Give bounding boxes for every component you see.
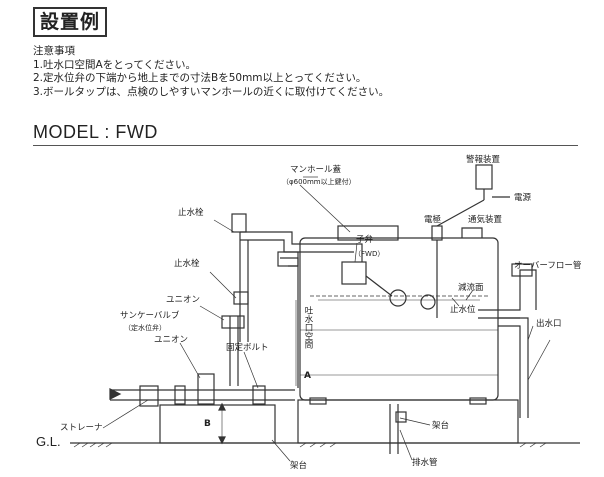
strainer <box>139 385 159 407</box>
label-stand-1: 架台 <box>290 460 307 471</box>
alarm-box <box>475 164 493 190</box>
tank-stand <box>297 399 519 444</box>
label-sub-valve-note: （FWD） <box>354 250 384 258</box>
sunke-valve <box>197 373 215 405</box>
label-strainer: ストレーナ <box>60 423 103 433</box>
label-union-2: ユニオン <box>154 335 188 345</box>
notes-title: 注意事項 <box>33 45 75 57</box>
label-reduced-level: 減流面 <box>458 282 484 293</box>
label-stop-valve-2: 止水栓 <box>174 258 200 269</box>
sub-valve <box>341 261 367 285</box>
label-fixing-bolt: 固定ボルト <box>226 342 269 353</box>
label-electrode: 電極 <box>424 214 442 225</box>
overflow-pipe <box>478 269 537 319</box>
label-union-1: ユニオン <box>166 295 200 305</box>
label-manhole-lid: マンホール蓋 <box>290 164 342 175</box>
label-overflow: オーバーフロー管 <box>514 260 581 271</box>
page-heading: 設置例 <box>33 7 108 37</box>
manhole <box>337 225 399 241</box>
note-item-2: 2.定水位弁の下端から地上までの寸法Bを50mm以上とってください。 <box>33 72 367 84</box>
label-sunke-valve: サンケーバルブ <box>120 310 180 321</box>
note-item-3: 3.ボールタップは、点検のしやすいマンホールの近くに取付けてください。 <box>33 85 390 98</box>
vent-device <box>461 227 483 238</box>
notes-block: 注意事項 1.吐水口空間Aをとってください。 2.定水位弁の下端から地上までの寸… <box>33 45 389 99</box>
inlet-pipe <box>110 389 295 401</box>
label-dim-b: B <box>204 419 211 429</box>
left-stand <box>159 404 276 444</box>
label-alarm: 警報装置 <box>466 154 501 165</box>
label-air-gap: 吐水口空間 <box>303 306 313 349</box>
model-divider <box>33 145 578 146</box>
label-manhole-note: （φ600mm以上鍵付） <box>282 177 356 186</box>
label-gl: G.L. <box>36 434 61 449</box>
label-stop-valve-1: 止水栓 <box>178 207 204 218</box>
model-title: MODEL : FWD <box>33 122 158 142</box>
label-outlet: 出水口 <box>536 318 562 329</box>
float-ball <box>389 289 407 307</box>
label-stop-level: 止水位 <box>450 304 476 315</box>
tank-body <box>299 237 499 401</box>
label-sunke-note: （定水位弁） <box>124 323 166 332</box>
svg-text:吐水口空間: 吐水口空間 <box>303 306 313 349</box>
note-item-1: 1.吐水口空間Aをとってください。 <box>33 58 197 71</box>
outlet-pipe <box>498 317 529 418</box>
label-power: 電源 <box>514 193 532 203</box>
label-drain-pipe: 排水管 <box>412 457 438 468</box>
feed-pipe-upper <box>240 231 363 262</box>
label-vent: 通気装置 <box>468 214 503 225</box>
label-air-gap-letter: A <box>304 371 311 381</box>
label-sub-valve: 子弁 <box>356 234 374 245</box>
label-stand-2: 架台 <box>432 420 449 431</box>
